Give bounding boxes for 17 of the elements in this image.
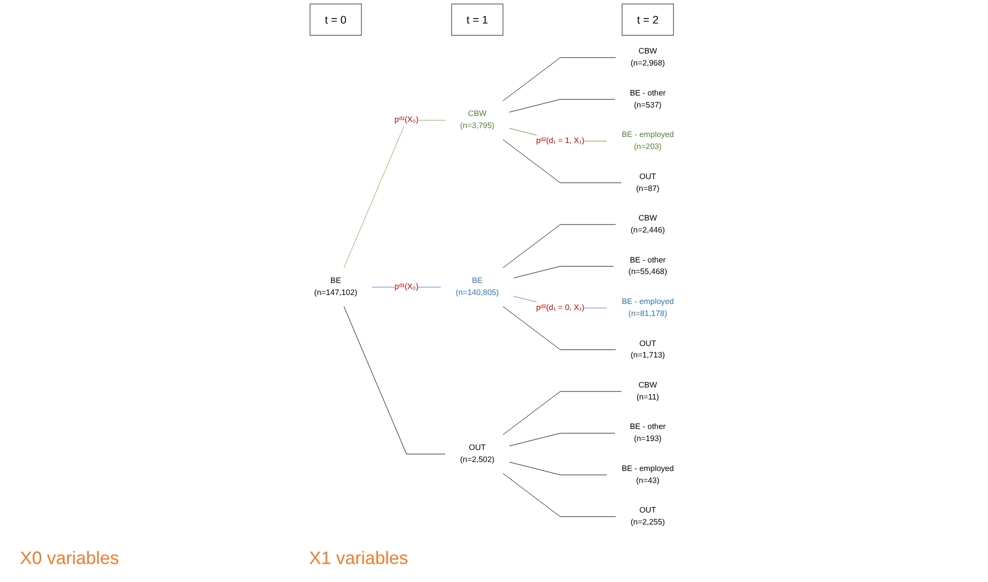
connector — [502, 473, 616, 517]
connector — [509, 432, 616, 446]
connector — [502, 224, 616, 268]
connector — [502, 306, 616, 350]
connector — [344, 306, 446, 454]
node-box: t = 2 — [622, 4, 674, 36]
connector — [344, 120, 446, 268]
connector — [509, 99, 616, 112]
node-box: t = 1 — [451, 4, 504, 36]
note-label: X1 variables — [309, 548, 408, 569]
connector — [509, 462, 608, 476]
connector — [502, 139, 622, 184]
connector — [502, 391, 622, 435]
note-label: X0 variables — [20, 548, 120, 569]
node-box: t = 0 — [310, 4, 362, 36]
connector — [513, 266, 614, 278]
connector — [502, 57, 616, 102]
